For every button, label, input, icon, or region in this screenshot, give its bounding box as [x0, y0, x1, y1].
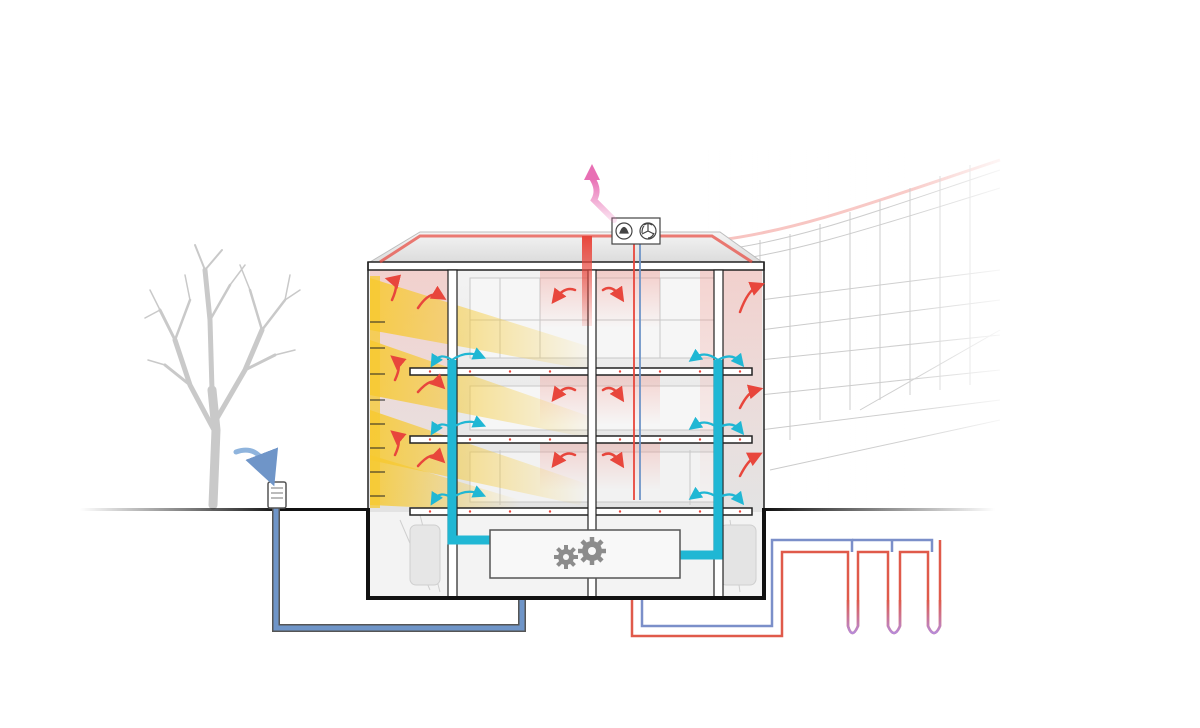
- exhaust-plume-arrowhead: [584, 164, 600, 180]
- rooftop-heat-recovery-unit: [611, 217, 661, 245]
- ground-line: [80, 508, 995, 511]
- warm-air-arrows: [384, 274, 765, 478]
- intake-air-arrow: [233, 447, 279, 487]
- air-intake-unit: [267, 481, 287, 509]
- gear-icon: [554, 537, 606, 569]
- sunlight-beams: [370, 276, 600, 512]
- exhaust-plume-arrow: [589, 175, 617, 223]
- fresh-air-risers: [447, 360, 723, 560]
- mechanical-plant-unit: [489, 529, 681, 579]
- tree-illustration: [144, 244, 301, 510]
- building-section: [366, 164, 766, 600]
- fan-icon: [639, 222, 657, 240]
- heat-recovery-icon: [615, 222, 633, 240]
- fresh-air-arrows: [430, 347, 745, 506]
- exhaust-air-ducts: [379, 234, 753, 500]
- fresh-air-intake-duct: [233, 447, 526, 632]
